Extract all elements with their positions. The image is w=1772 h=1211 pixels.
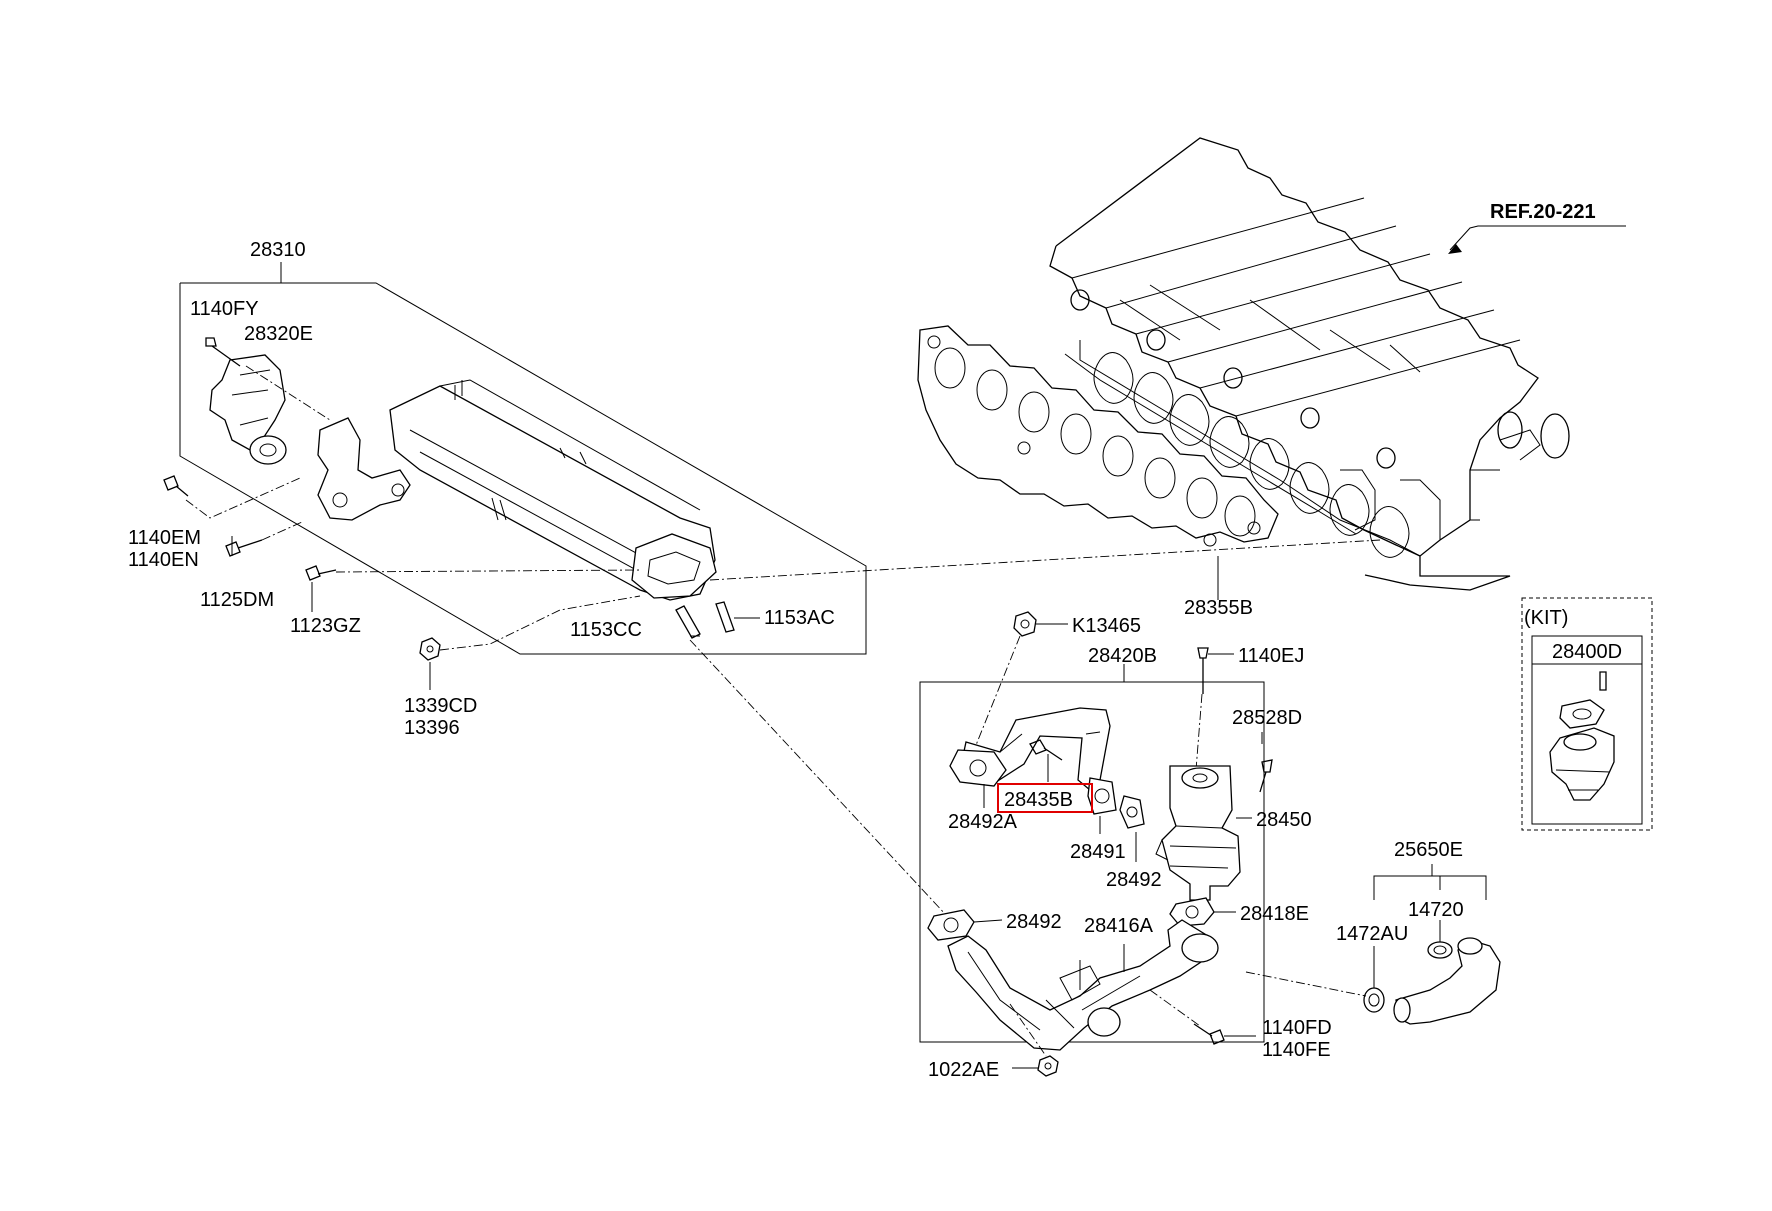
gasket-28491	[1087, 777, 1117, 815]
gasket-28492-lower	[927, 909, 975, 941]
bolt-1125DM	[225, 539, 263, 557]
bolt-28528D	[1259, 759, 1273, 793]
ref-arrow	[1448, 225, 1626, 254]
label-28355B: 28355B	[1184, 597, 1253, 619]
label-1140EM: 1140EM	[128, 527, 201, 549]
nut-K13465	[1013, 611, 1037, 637]
egr-pipe-group-frame	[919, 664, 1265, 1043]
label-28420B: 28420B	[1088, 645, 1157, 667]
kit-title: (KIT)	[1524, 607, 1568, 629]
manifold-gasket	[917, 325, 1279, 547]
stud-1153CC	[675, 605, 701, 639]
label-25650E: 25650E	[1394, 839, 1463, 861]
label-1123GZ: 1123GZ	[290, 615, 361, 637]
hose-group	[1373, 864, 1487, 900]
egr-actuator	[209, 354, 287, 465]
stud-1153AC	[715, 601, 735, 633]
label-1022AE: 1022AE	[928, 1059, 999, 1081]
bolt-1140EJ	[1197, 647, 1209, 694]
gasket-28492A	[949, 749, 1007, 787]
bolt-28435B	[1029, 739, 1063, 761]
label-28492A: 28492A	[948, 811, 1018, 833]
label-1339CD: 1339CD	[404, 695, 477, 717]
label-1153AC: 1153AC	[764, 607, 835, 629]
label-28418E: 28418E	[1240, 903, 1309, 925]
cylinder-head	[1049, 137, 1570, 591]
label-1140EN: 1140EN	[128, 549, 199, 571]
kit-box	[1521, 597, 1653, 831]
clamp-14720	[1427, 941, 1453, 959]
label-28310: 28310	[250, 239, 306, 261]
label-14720: 14720	[1408, 899, 1464, 921]
hose-25650E	[1393, 937, 1501, 1025]
label-28491: 28491	[1070, 841, 1126, 863]
label-1125DM: 1125DM	[200, 589, 274, 611]
label-1153CC: 1153CC	[570, 619, 642, 641]
label-13396: 13396	[404, 717, 460, 739]
label-1140FY: 1140FY	[190, 298, 259, 320]
label-1472AU: 1472AU	[1336, 923, 1408, 945]
label-28320E: 28320E	[244, 323, 313, 345]
bolt-1140EM	[163, 475, 189, 497]
label-28492-upper: 28492	[1106, 869, 1162, 891]
label-28450: 28450	[1256, 809, 1312, 831]
label-28528D: 28528D	[1232, 707, 1302, 729]
bolt-1140FY	[205, 337, 241, 367]
egr-pipe-lower-28416A	[947, 919, 1219, 1051]
label-1140FE: 1140FE	[1262, 1039, 1331, 1061]
label-1140EJ: 1140EJ	[1238, 645, 1304, 667]
nut-1339CD	[419, 637, 441, 661]
clamp-1472AU	[1363, 987, 1385, 1013]
label-28492-lower: 28492	[1006, 911, 1062, 933]
gasket-28418E	[1169, 897, 1215, 927]
label-K13465: K13465	[1072, 615, 1141, 637]
label-28435B: 28435B	[1004, 789, 1073, 811]
egr-cooler-group-frame	[179, 262, 867, 655]
reference-label: REF.20-221	[1490, 201, 1596, 223]
highlight-box-28435B	[997, 783, 1093, 813]
egr-bracket	[317, 417, 411, 521]
bolt-1123GZ	[305, 565, 337, 581]
egr-valve-28450	[1155, 765, 1241, 901]
gasket-28492-upper	[1119, 795, 1145, 829]
nut-1022AE	[1037, 1055, 1059, 1077]
label-28416A: 28416A	[1084, 915, 1154, 937]
kit-part-number: 28400D	[1552, 641, 1622, 663]
bolt-1140FD	[1193, 1023, 1225, 1045]
egr-cooler	[389, 379, 717, 601]
label-1140FD: 1140FD	[1262, 1017, 1332, 1039]
